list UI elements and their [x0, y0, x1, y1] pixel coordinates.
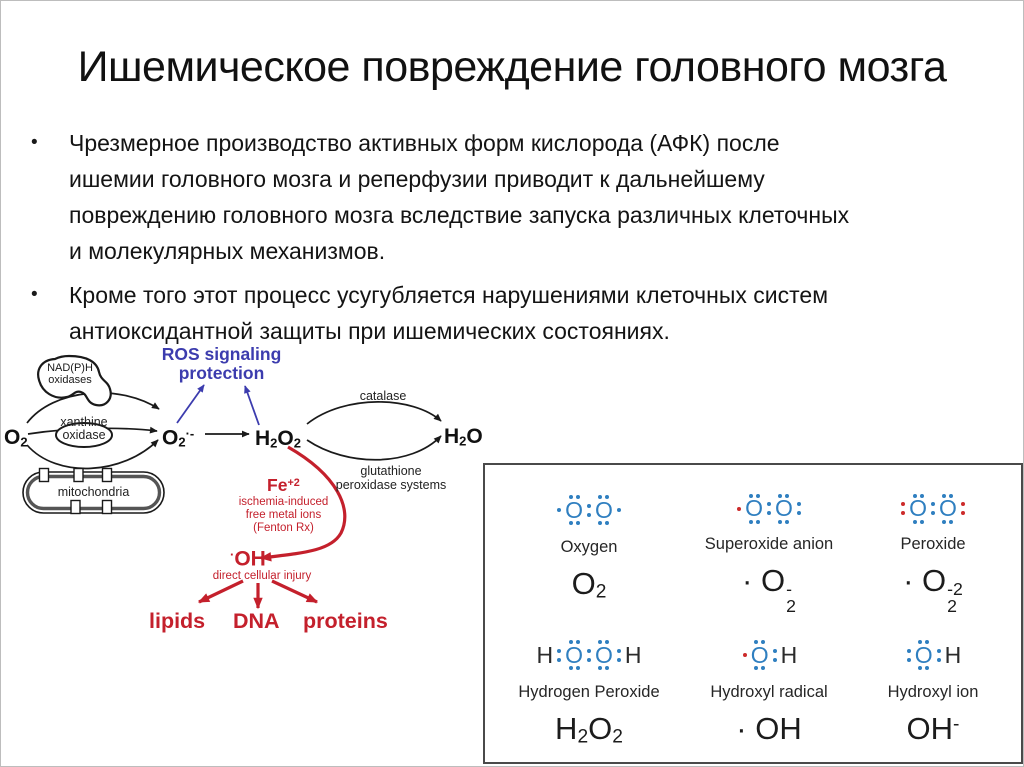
o2-label: O2 [4, 426, 28, 450]
target-dna: DNA [233, 609, 280, 633]
arrow-superoxide-to-ros-signaling [176, 384, 205, 424]
ros-pathway-svg [22, 354, 442, 610]
xanthine-oxidase-shape [55, 422, 113, 448]
species-formula: · O-2 [742, 563, 796, 617]
bullet-glyph: • [31, 132, 38, 153]
arrow-o2-mitochondria-to-superoxide [26, 439, 159, 470]
oxidase-label: oxidase [62, 428, 106, 442]
species-name: Peroxide [900, 535, 966, 554]
h2o2-label: H2O2 [255, 427, 302, 451]
target-proteins: proteins [303, 609, 388, 633]
target-lipids: lipids [149, 609, 206, 633]
species-formula: OH- [906, 711, 960, 746]
glutathione-label: glutathione peroxidase systems [335, 464, 447, 492]
species-formula: · OH [736, 711, 802, 746]
fe-ion-label: Fe+2 [267, 475, 300, 495]
arrow-h2o2-to-ros-signaling [244, 385, 260, 426]
arrow-oh-to-proteins [271, 579, 319, 604]
species-name: Oxygen [560, 538, 618, 556]
oh-radical-label: ·OH [230, 547, 266, 571]
mitochondria-inner-membrane [25, 474, 162, 511]
ros-signaling-label: ROS signaling protection [161, 344, 282, 383]
species-formula: O2 [571, 566, 607, 603]
bullet-glyph: • [31, 284, 38, 305]
slide-title: Ишемическое повреждение головного мозга [77, 43, 947, 91]
ros-pathway-diagram: ROS signaling protection NAD(P)H oxidase… [1, 339, 501, 651]
xanthine-label: xanthine [60, 415, 108, 429]
mitochondria-label: mitochondria [57, 485, 130, 499]
nadph-oxidases-shape [37, 354, 112, 407]
species-name: Superoxide anion [704, 535, 834, 554]
bullet-text-line: ишемии головного мозга и реперфузии прив… [69, 166, 765, 192]
arrow-catalase [306, 401, 442, 425]
arrow-glutathione [306, 435, 442, 461]
catalase-label: catalase [359, 389, 407, 403]
bullet-text-line: Чрезмерное производство активных форм ки… [69, 130, 780, 156]
bullet-text-line: антиоксидантной защиты при ишемических с… [69, 318, 670, 344]
superoxide-label: O2·- [162, 426, 195, 450]
bullet-item: • Чрезмерное производство активных форм … [31, 125, 849, 269]
species-name: Hydroxyl radical [710, 683, 828, 701]
species-formula: H2O2 [555, 711, 623, 748]
bullet-text-line: и молекулярных механизмов. [69, 238, 386, 264]
fenton-note: ischemia-induced free metal ions (Fenton… [238, 496, 329, 534]
bullet-text-line: Кроме того этот процесс усугубляется нар… [69, 282, 828, 308]
nadph-oxidases-label: NAD(P)H oxidases [47, 362, 93, 386]
arrow-oh-to-lipids [197, 579, 244, 604]
species-name: Hydroxyl ion [887, 683, 979, 701]
bullet-text-line: повреждению головного мозга вследствие з… [69, 202, 850, 228]
h2o-label: H2O [444, 425, 483, 449]
mitochondria-cristae-notches [38, 467, 113, 515]
arrow-fenton-h2o2-to-oh [259, 445, 347, 562]
direct-injury-label: direct cellular injury [212, 570, 312, 582]
species-name: Hydrogen Peroxide [518, 683, 660, 701]
bullet-item: • Кроме того этот процесс усугубляется н… [31, 277, 828, 349]
